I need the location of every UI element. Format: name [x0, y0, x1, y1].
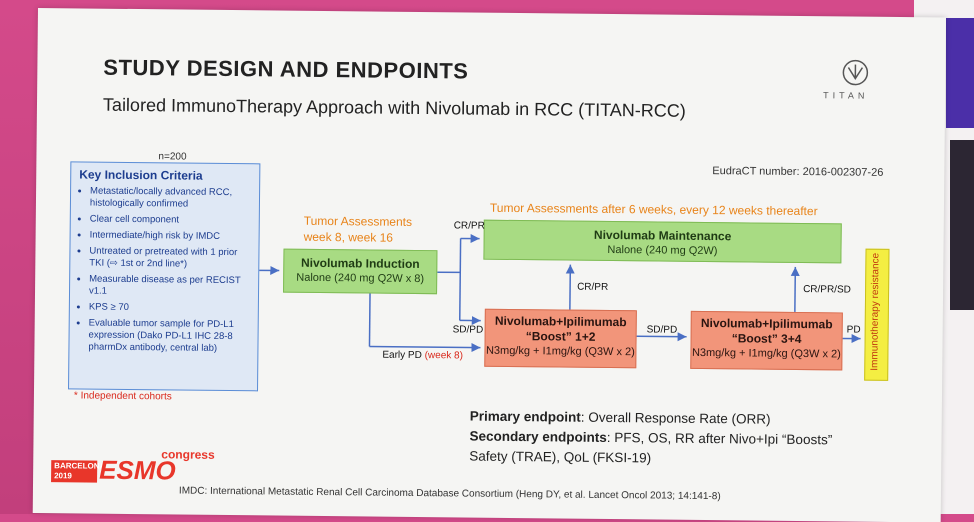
esmo-year: 2019 [54, 471, 94, 481]
nivolumab-maintenance-box: Nivolumab Maintenance Nalone (240 mg Q2W… [483, 220, 841, 264]
boost1-title: Nivolumab+Ipilimumab [495, 314, 627, 329]
boost-3-4-box: Nivolumab+Ipilimumab “Boost” 3+4 N3mg/kg… [690, 311, 843, 371]
resistance-label: Immunotherapy resistance [869, 250, 881, 374]
label-cr-pr-sd: CR/PR/SD [803, 284, 851, 295]
boost-1-2-box: Nivolumab+Ipilimumab “Boost” 1+2 N3mg/kg… [484, 309, 637, 369]
boost2-dose: N3mg/kg + I1mg/kg (Q3W x 2) [692, 347, 841, 361]
esmo-congress: congress [161, 447, 215, 462]
immunotherapy-resistance-box: Immunotherapy resistance [864, 249, 889, 381]
background-dark-panel [950, 140, 974, 310]
label-cr-pr-2: CR/PR [577, 282, 608, 293]
boost2-subtitle: “Boost” 3+4 [732, 331, 802, 346]
boost1-subtitle: “Boost” 1+2 [526, 329, 596, 344]
boost1-dose: N3mg/kg + I1mg/kg (Q3W x 2) [486, 345, 635, 359]
secondary-endpoint-value: : PFS, OS, RR after Nivo+Ipi “Boosts” [607, 430, 833, 447]
esmo-badge: BARCELONA 2019 [51, 460, 97, 482]
tumor-assessment-line-1: Tumor Assessments [304, 213, 412, 230]
esmo-city: BARCELONA [54, 461, 94, 471]
label-sd-pd: SD/PD [453, 324, 484, 335]
label-pd: PD [847, 324, 861, 335]
primary-endpoint-label: Primary endpoint [470, 409, 581, 425]
nivolumab-induction-box: Nivolumab Induction Nalone (240 mg Q2W x… [283, 249, 437, 295]
tumor-assessment-line-2: week 8, week 16 [304, 229, 412, 246]
label-cr-pr: CR/PR [454, 220, 485, 231]
safety-endpoint: Safety (TRAE), QoL (FKSI-19) [469, 447, 832, 471]
induction-dose: Nalone (240 mg Q2W x 8) [296, 272, 424, 285]
label-early-pd: Early PD (week 8) [382, 350, 463, 362]
primary-endpoint-value: : Overall Response Rate (ORR) [581, 410, 771, 427]
slide: STUDY DESIGN AND ENDPOINTS Tailored Immu… [33, 8, 946, 522]
induction-title: Nivolumab Induction [301, 256, 420, 271]
maintenance-title: Nivolumab Maintenance [594, 228, 732, 243]
label-sd-pd-2: SD/PD [647, 324, 678, 335]
boost2-title: Nivolumab+Ipilimumab [701, 316, 833, 331]
endpoints-block: Primary endpoint: Overall Response Rate … [469, 407, 832, 471]
early-pd-week: (week 8) [425, 350, 463, 361]
secondary-endpoint-label: Secondary endpoints [469, 429, 606, 445]
maintenance-dose: Nalone (240 mg Q2W) [607, 244, 717, 257]
tumor-assessment-label-1: Tumor Assessments week 8, week 16 [304, 213, 413, 246]
early-pd-text: Early PD [382, 350, 422, 361]
background-purple-panel [946, 18, 974, 128]
